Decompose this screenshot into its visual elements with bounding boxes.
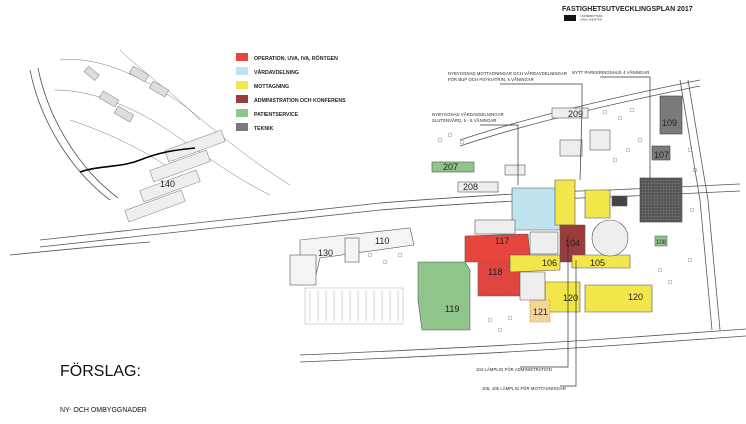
building-207 (431, 161, 475, 173)
legend: OPERATION, UVA, IVA, RÖNTGEN VÅRDAVDELNI… (236, 53, 346, 132)
legend-swatch-patientservice (236, 109, 248, 117)
building-label: 105 (590, 258, 605, 268)
legend-swatch-operation (236, 53, 248, 61)
north-buildings (504, 107, 611, 176)
proposal-subtitle: NY- OCH OMBYGGNADER (60, 407, 147, 414)
legend-label-teknik: TEKNIK (254, 126, 274, 132)
building-label: 118 (488, 267, 502, 277)
legend-swatch-mottagning (236, 81, 248, 89)
building-label: 108 (656, 240, 667, 246)
org-line-1: VÄSTERBOTTENS (580, 14, 603, 18)
org-line-2: LÄNS LANDSTING (580, 18, 602, 22)
trees (367, 107, 698, 333)
building-label: 120 (563, 293, 578, 303)
annotation-vardavd-1: NYBYGGNAD VÅRDAVDELNINGAR (432, 112, 504, 117)
building-label: 104 (565, 238, 580, 248)
building-label: 121 (533, 307, 548, 317)
legend-swatch-teknik (236, 123, 248, 131)
legend-label-vardavdelning: VÅRDAVDELNING (254, 69, 299, 76)
legend-label-operation: OPERATION, UVA, IVA, RÖNTGEN (254, 55, 338, 62)
building-208 (457, 181, 499, 193)
legend-swatch-vardavdelning (236, 67, 248, 75)
building-130-110 (289, 227, 415, 286)
building-label: 208 (463, 182, 478, 192)
teknik-block (639, 95, 683, 223)
annotation-mottagning-2: FÖR BUP OCH PSYKIATRIN, 5 VÅNINGAR (448, 77, 534, 82)
annotation-mottagning-1: NYBYGGNAD MOTTAGNINGAR OCH VÅRDAVDELNING… (448, 71, 567, 76)
building-label: 109 (662, 118, 677, 128)
boundary-line (79, 147, 196, 173)
legend-label-patientservice: PATIENTSERVICE (254, 112, 299, 118)
building-label: 140 (160, 179, 175, 189)
building-label: 209 (568, 109, 583, 119)
west-area (54, 49, 291, 223)
legend-label-administration: ADMINISTRATION OCH KONFERENS (254, 98, 346, 104)
org-logo (564, 15, 576, 21)
building-108 (654, 235, 668, 247)
building-label: 207 (443, 162, 458, 172)
annotation-admin105: 105, 106 LÄMPLIG FÖR MOTTAGNINGAR (482, 386, 566, 391)
leader-lines (480, 76, 651, 387)
building-label: 130 (318, 248, 333, 258)
building-label: 120 (628, 292, 643, 302)
legend-swatch-administration (236, 95, 248, 103)
building-label: 106 (542, 258, 557, 268)
annotation-vardavd-2: SLUTENVÅRD, 5 - 6 VÅNINGAR (432, 118, 497, 123)
legend-label-mottagning: MOTTAGNING (254, 84, 289, 90)
plan-title: FASTIGHETSUTVECKLINGSPLAN 2017 (562, 6, 693, 13)
building-labels: 140 130 110 208 207 117 118 119 104 106 … (160, 109, 677, 317)
parking-area (304, 287, 404, 325)
building-label: 107 (654, 150, 669, 160)
central-complex (417, 179, 653, 331)
building-label: 110 (375, 236, 389, 246)
annotation-parking: NYTT PARKERINGSHUS 4 VÅNINGAR (572, 70, 649, 75)
annotation-admin104: 104 LÄMPLIG FÖR ADMINISTRATION (476, 367, 552, 372)
proposal-title: FÖRSLAG: (60, 362, 141, 380)
building-label: 117 (495, 236, 509, 246)
building-label: 119 (445, 304, 459, 314)
